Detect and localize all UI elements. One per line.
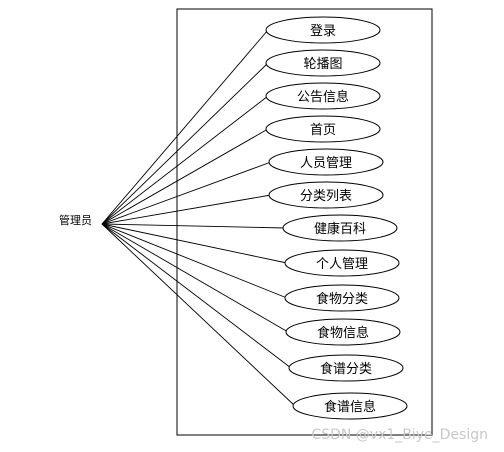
use-case-label: 食谱分类 [320,361,372,377]
use-case-ellipse [285,318,401,346]
actor-label: 管理员 [59,213,92,227]
watermark: CSDN @vx1_Biye_Design [311,427,488,443]
use-case-ellipse [268,148,384,176]
use-case-list: 登录轮播图公告信息首页人员管理分类列表健康百科个人管理食物分类食物信息食谱分类食… [265,16,408,420]
association-line [101,223,288,264]
use-case-label: 个人管理 [316,257,368,272]
use-case: 公告信息 [265,82,381,110]
use-case-label: 健康百科 [314,221,366,237]
use-case-ellipse [292,392,408,420]
use-case: 人员管理 [268,148,384,176]
association-line [101,29,269,225]
use-case: 食物分类 [284,284,400,312]
use-case-label: 人员管理 [300,156,352,171]
use-case: 食谱信息 [292,392,408,420]
use-case-ellipse [284,249,400,277]
association-line [101,95,269,225]
use-case-label: 食物分类 [316,291,368,307]
use-case-ellipse [282,214,398,242]
use-case-ellipse [265,82,381,110]
use-case-label: 食谱信息 [324,399,376,415]
association-line [101,223,288,299]
use-case-ellipse [268,181,384,209]
use-case: 食谱分类 [288,354,404,382]
association-lines [101,29,296,407]
use-case-ellipse [265,115,381,143]
use-case: 分类列表 [268,181,384,209]
use-case-label: 登录 [310,24,336,39]
use-case-label: 分类列表 [300,189,352,204]
association-line [101,128,269,225]
use-case-ellipse [265,49,381,77]
use-case: 个人管理 [284,249,400,277]
use-case: 健康百科 [282,214,398,242]
association-line [101,62,269,225]
association-line [101,161,272,225]
use-case-ellipse [265,16,381,44]
use-case-ellipse [284,284,400,312]
use-case-label: 轮播图 [303,57,342,72]
use-case-label: 公告信息 [297,89,349,105]
system-boundary [176,8,433,436]
association-line [101,194,272,225]
association-line [101,223,292,369]
use-case: 首页 [265,115,381,143]
association-line [101,223,286,229]
use-case-label: 食物信息 [317,325,369,341]
association-line [101,223,296,407]
use-case-label: 首页 [310,123,336,138]
use-case: 登录 [265,16,381,44]
use-case-ellipse [288,354,404,382]
use-case: 食物信息 [285,318,401,346]
association-line [101,223,289,333]
use-case: 轮播图 [265,49,381,77]
